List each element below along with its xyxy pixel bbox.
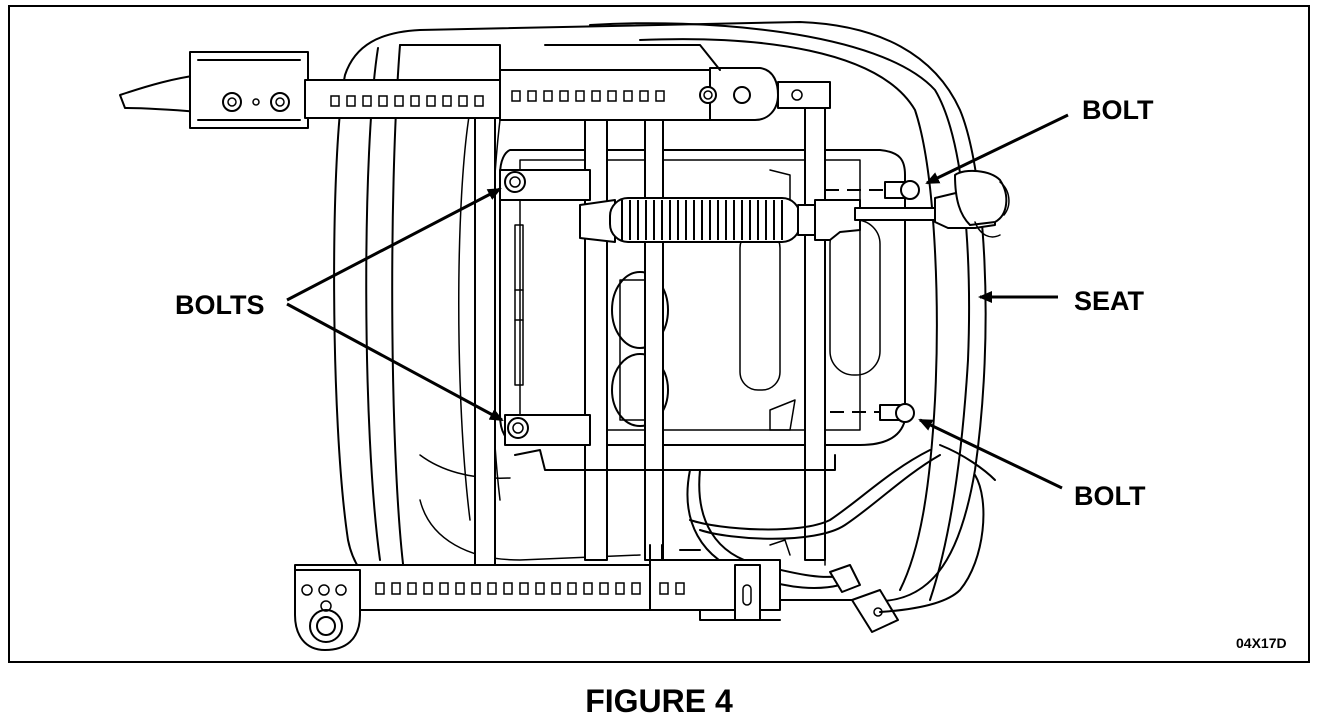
bolts-label-left: BOLTS xyxy=(175,290,265,320)
bottom-rail-slots xyxy=(375,582,685,595)
figure-code: 04X17D xyxy=(1236,635,1287,651)
figure-caption: FIGURE 4 xyxy=(585,683,733,719)
spring-coils xyxy=(621,200,783,240)
seat-frame-illustration xyxy=(119,21,1010,651)
arrow-icon xyxy=(286,113,1069,490)
seat-label: SEAT xyxy=(1074,286,1145,316)
top-rail-slots xyxy=(330,90,665,107)
bolt-label-bottom: BOLT xyxy=(1074,481,1146,511)
bolt-label-top: BOLT xyxy=(1082,95,1154,125)
